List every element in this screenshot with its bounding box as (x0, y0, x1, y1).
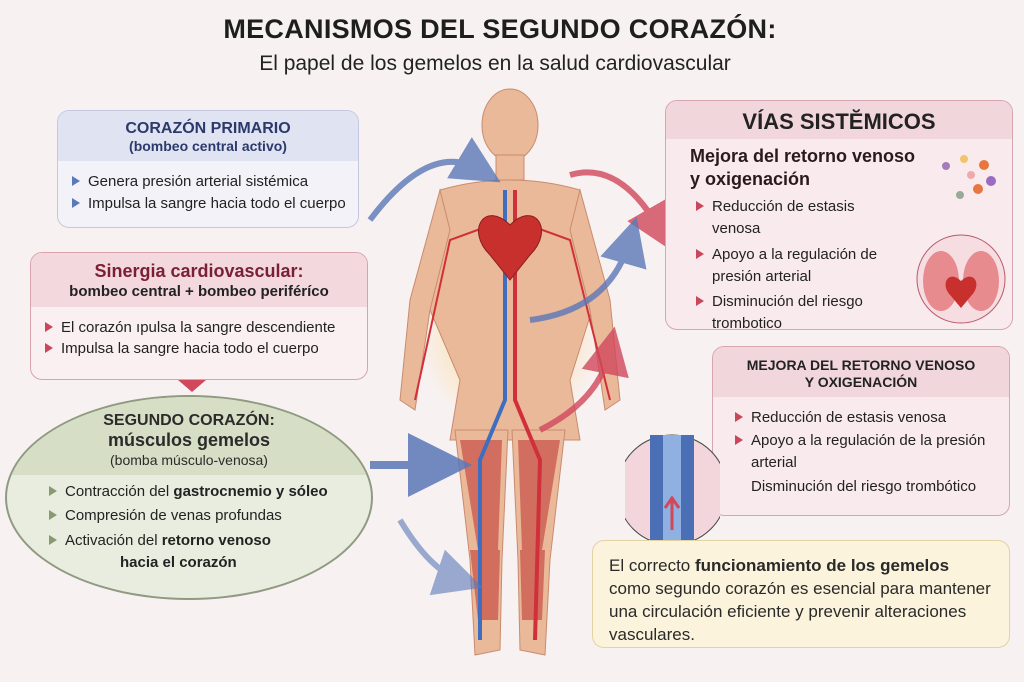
bullet-icon (72, 197, 80, 208)
synergy-subtitle: bombeo central + bombeo periféríco (69, 282, 329, 300)
conclusion-text-rest: como segundo corazón es esencial para ma… (609, 578, 991, 644)
primary-heart-title: CORAZÓN PRIMARIO (125, 120, 291, 137)
list-item: Reducción de estasis venosa (694, 196, 906, 240)
conclusion-text: El correcto (609, 556, 695, 575)
second-heart-subtitle: (bomba músculo-venosa) (110, 451, 268, 468)
bullet-icon (49, 535, 57, 546)
conclusion-box: El correcto funcionamiento de los gemelo… (592, 540, 1010, 648)
list-item: El corazón ıpulsa la sangre descendiente (43, 317, 355, 339)
particles-icon (942, 155, 996, 199)
synergy-box: Sinergia cardiovascular: bombeo central … (30, 252, 368, 380)
bullet-icon (735, 435, 743, 446)
page-subtitle: El papel de los gemelos en la salud card… (259, 52, 731, 75)
primary-heart-box: CORAZÓN PRIMARIO (bombeo central activo)… (57, 110, 359, 228)
heart-icon (478, 215, 542, 281)
venous-title2: Y OXIGENACIÓN (804, 373, 918, 390)
bullet-icon (696, 248, 704, 259)
down-arrow-icon (178, 380, 206, 392)
second-heart-box: SEGUNDO CORAZÓN: músculos gemelos (bomba… (5, 395, 373, 600)
bullet-icon (49, 485, 57, 496)
list-item: Disminución del riesgo trombótico (751, 477, 977, 495)
primary-heart-subtitle: (bombeo central activo) (129, 138, 287, 155)
second-heart-title: SEGUNDO CORAZÓN: (103, 412, 275, 429)
human-body-figure (367, 88, 672, 656)
second-heart-title2: músculos gemelos (107, 430, 271, 451)
systemic-lead2: y oxigenación (690, 168, 811, 189)
systemic-pathways-box: VÍAS SISTĔMICOS Mejora del retorno venos… (665, 100, 1013, 330)
bullet-icon (49, 510, 57, 521)
list-item: Contracción del gastrocnemio y sóleo (47, 481, 371, 503)
venous-return-box: MEJORA DEL RETORNO VENOSO Y OXIGENACIÓN … (712, 346, 1010, 516)
list-item: Compresión de venas profundas (47, 505, 371, 527)
list-item: Impulsa la sangre hacia todo el cuerpo (70, 193, 346, 215)
conclusion-highlight: funcionamiento de los gemelos (694, 556, 950, 575)
bullet-icon (45, 343, 53, 354)
bullet-icon (696, 296, 704, 307)
vein-valve-icon (625, 434, 720, 547)
synergy-title: Sinergia cardiovascular: (94, 261, 304, 281)
bullet-icon (45, 321, 53, 332)
lungs-heart-icon (916, 234, 1006, 324)
bullet-icon (735, 411, 743, 422)
list-item: Genera presión arterial sistémica (70, 171, 346, 193)
systemic-lead: Mejora del retorno venoso (690, 146, 916, 167)
list-item: Impulsa la sangre hacia todo el cuerpo (43, 338, 355, 360)
venous-title: MEJORA DEL RETORNO VENOSO (746, 357, 976, 373)
list-item: Reducción de estasis venosa (733, 407, 1009, 429)
bullet-icon (72, 175, 80, 186)
page-title: MECANISMOS DEL SEGUNDO CORAZÓN: (223, 14, 777, 44)
systemic-title: VÍAS SISTĔMICOS (666, 101, 1012, 140)
bullet-icon (696, 201, 704, 212)
